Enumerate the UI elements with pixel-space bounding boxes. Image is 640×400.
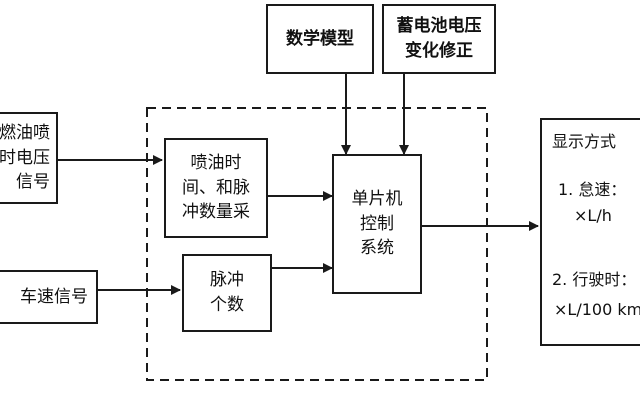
fuel-signal-line-3: 信号	[16, 172, 50, 193]
mcu-control-box: 单片机 控制 系统	[332, 154, 422, 294]
battery-line-1: 蓄电池电压	[396, 16, 482, 37]
fuel-signal-line-1: 燃油喷	[0, 123, 50, 144]
display-item2-label: 2. 行驶时：	[552, 270, 637, 289]
sampling-line-2: 间、和脉	[182, 177, 250, 198]
mcu-line-3: 系统	[360, 238, 394, 259]
battery-line-2: 变化修正	[405, 41, 473, 61]
injection-sampling-box: 喷油时 间、和脉 冲数量采	[164, 138, 268, 238]
speed-signal-label: 车速信号	[20, 286, 88, 307]
math-model-label: 数学模型	[286, 28, 354, 49]
fuel-signal-box: 燃油喷 时电压 信号	[0, 112, 58, 204]
speed-signal-box: 车速信号	[0, 270, 98, 324]
mcu-line-1: 单片机	[351, 189, 403, 210]
pulse-count-box: 脉冲 个数	[182, 254, 272, 332]
sampling-line-1: 喷油时	[190, 153, 242, 174]
pulse-line-1: 脉冲	[210, 270, 244, 291]
math-model-box: 数学模型	[266, 4, 374, 74]
sampling-line-3: 冲数量采	[182, 202, 250, 223]
display-item2-value: ×L/100 km	[554, 300, 640, 319]
display-mode-box: 显示方式 1. 怠速： ×L/h 2. 行驶时： ×L/100 km	[540, 118, 640, 346]
display-title: 显示方式	[552, 132, 617, 151]
display-item1-value: ×L/h	[574, 206, 612, 225]
battery-correction-box: 蓄电池电压 变化修正	[382, 4, 496, 74]
display-item1-label: 1. 怠速：	[558, 180, 627, 199]
dashed-boundary	[146, 107, 488, 381]
mcu-line-2: 控制	[360, 213, 394, 234]
fuel-signal-line-2: 时电压	[0, 147, 50, 168]
pulse-line-2: 个数	[210, 295, 244, 315]
